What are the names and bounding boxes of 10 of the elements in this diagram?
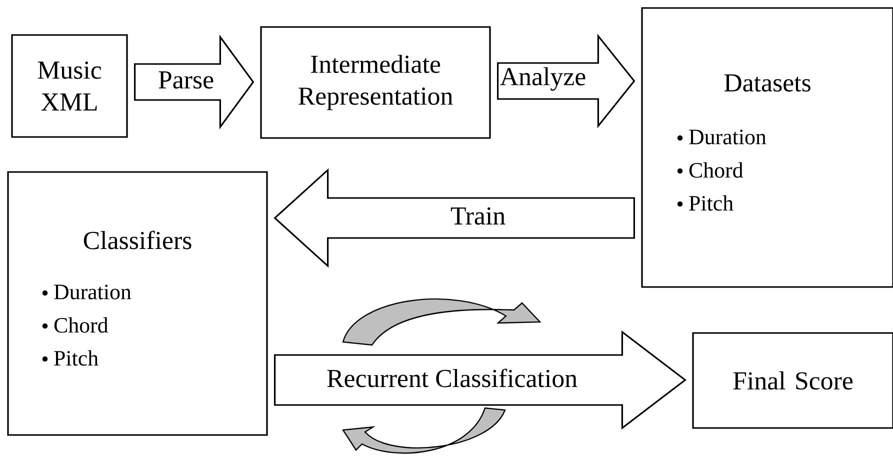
edge-label: Train — [450, 207, 506, 225]
process-box: Final Score — [692, 332, 893, 429]
list-box: Classifiers Duration Chord Pitch — [7, 171, 268, 436]
edge-label: Parse — [158, 71, 214, 89]
block-arrow — [274, 168, 635, 268]
edge-label: Analyze — [500, 67, 586, 91]
process-box: Music XML — [11, 34, 128, 138]
process-box: Intermediate Representation — [260, 26, 491, 139]
edge-label: Recurrent Classification — [327, 368, 578, 388]
list-box: Datasets Duration Chord Pitch — [641, 7, 893, 288]
